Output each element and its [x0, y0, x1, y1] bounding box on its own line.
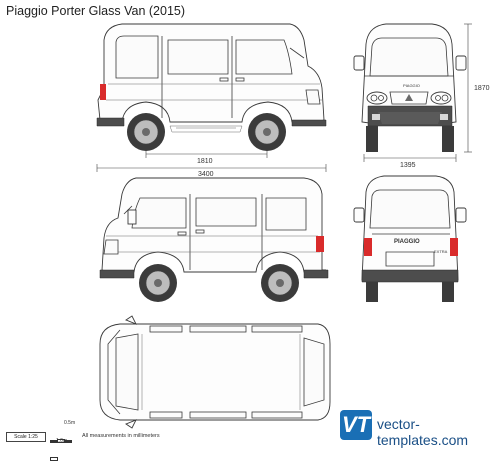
page-title: Piaggio Porter Glass Van (2015) — [6, 4, 186, 18]
side-view-left — [96, 23, 327, 172]
scale-ratio: Scale 1:25 — [6, 432, 46, 442]
scale-bar — [50, 430, 78, 461]
height-dimension: 1870 — [474, 85, 490, 92]
brand-site-name: vector-templates.com — [377, 416, 469, 448]
front-view — [353, 23, 472, 162]
blueprint-drawing — [96, 23, 472, 429]
rear-model-badge: EXTRA — [434, 249, 448, 254]
grille-badge: PIAGGIO — [403, 83, 420, 88]
rear-view — [353, 175, 467, 302]
measurement-note: All measurements in millimeters — [82, 433, 160, 439]
rear-badge: PIAGGIO — [394, 239, 420, 245]
top-view — [99, 315, 331, 429]
width-dimension: 1395 — [400, 162, 416, 169]
scale-bottom-mark: 1.0m — [56, 438, 68, 444]
side-view-right — [99, 177, 329, 302]
wheelbase-dimension: 1810 — [197, 158, 213, 165]
brand-logo-icon: VT — [340, 410, 372, 440]
scale-top-mark: 0.5m — [64, 420, 76, 426]
length-dimension: 3400 — [198, 171, 214, 178]
